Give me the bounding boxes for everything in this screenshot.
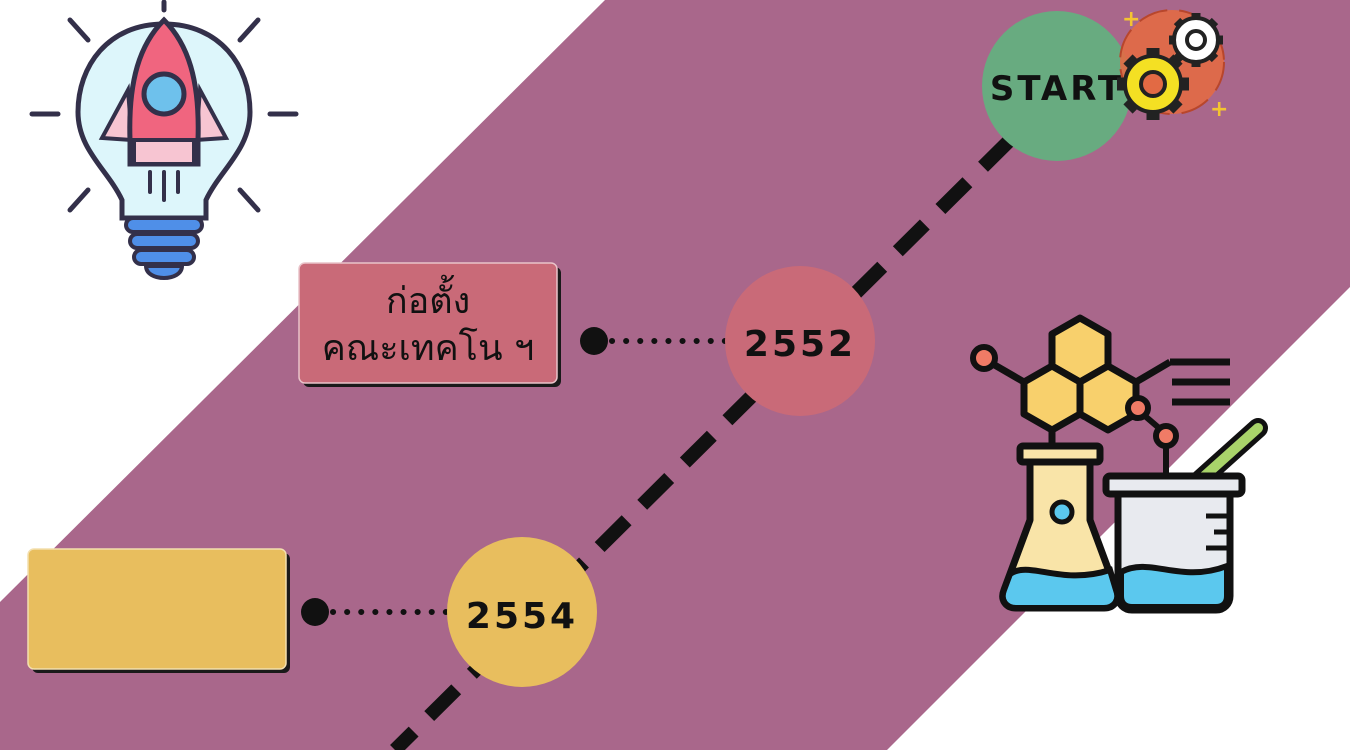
milestone-start: START [982,11,1132,161]
caption-2552-line2: คณะเทคโน ฯ [322,327,535,369]
lightbulb-rocket-icon [29,0,299,280]
milestone-2552-label: 2552 [744,324,856,365]
milestone-start-label: START [990,69,1124,109]
svg-text:+: + [1122,7,1140,32]
caption-box-2554 [27,548,290,673]
milestone-2552: 2552 [725,266,875,416]
caption-box-2552: ก่อตั้ง คณะเทคโน ฯ [298,262,561,387]
caption-2552-line1: ก่อตั้ง [386,274,470,322]
connector-2552 [580,327,731,355]
gears-icon: + + [1117,7,1228,122]
milestone-2554: 2554 [447,537,597,687]
chemistry-lab-icon [970,314,1268,614]
connector-2554 [301,598,453,626]
milestone-2554-label: 2554 [466,596,578,637]
svg-text:+: + [1210,97,1228,122]
